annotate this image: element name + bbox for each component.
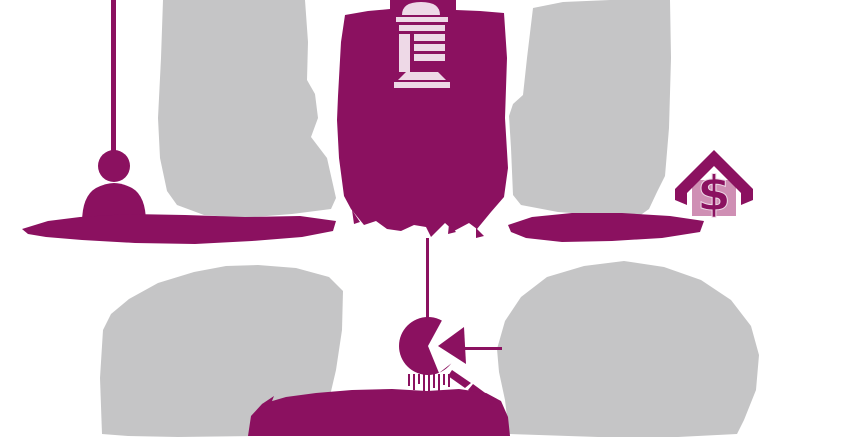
gray-blob-top-right [509,0,671,222]
bank-base [394,82,450,88]
bottom-mound [248,389,510,436]
house-body [692,180,736,216]
blob-fringe [352,210,360,224]
diagonal-streak [448,370,471,388]
person-icon [82,150,146,223]
flow-shapes [22,0,704,436]
bank-column [399,34,410,72]
bank-tier [414,34,445,41]
blob-fringe [476,228,484,238]
person-head [98,150,130,182]
center-ink-blob [337,0,508,237]
bank-tier [414,44,445,51]
gray-blob-bottom-right [497,261,759,437]
mound-fringe [262,396,274,406]
gray-blob-top-left [158,0,336,218]
bank-tier [414,54,445,61]
left-flow-band [22,214,336,244]
blob-fringe [448,224,456,234]
house-dollar-symbol: $ [697,166,730,222]
house-roof [675,150,753,205]
gray-blob-bottom-left [100,265,343,437]
person-torso [82,183,146,223]
house-dollar-icon: $ [675,150,753,223]
person-drop-line [111,0,116,154]
stripe-fringe [408,374,450,394]
bank-dome [402,2,440,15]
bank-architrave [399,25,445,31]
bank-icon [394,2,450,88]
bank-step [398,72,446,80]
connector-line-horizontal [459,347,502,350]
right-flow-band [508,213,704,242]
pie-chart-icon [399,313,466,375]
bank-cornice [396,17,448,22]
pie-slice [438,327,466,364]
mound-fringe [486,393,497,405]
background-blobs [100,0,759,437]
connector-line-vertical [426,238,429,318]
